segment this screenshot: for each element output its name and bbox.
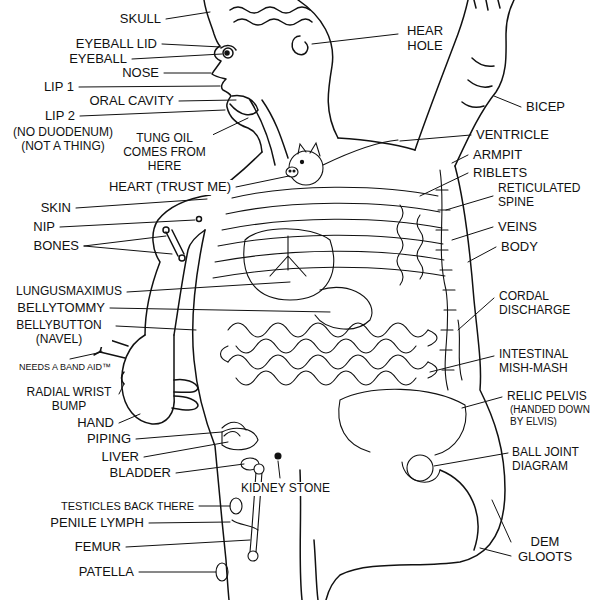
part-label: EYEBALL LID <box>75 37 158 52</box>
part-label: FEMUR <box>74 540 122 555</box>
part-label: LUNGUSMAXIMUS <box>15 285 123 299</box>
part-label: ARMPIT <box>472 148 523 163</box>
part-label: CORDAL DISCHARGE <box>498 290 592 318</box>
part-label: NEEDS A BAND AID™ <box>18 362 112 372</box>
part-label: PIPING <box>86 432 132 447</box>
part-label: RADIAL WRIST BUMP <box>23 386 115 414</box>
organs <box>213 140 466 581</box>
part-label: SKULL <box>119 12 162 27</box>
part-label: BELLYTOMMY <box>16 301 106 316</box>
part-label: EYEBALL <box>68 52 128 67</box>
part-label: LIVER <box>100 450 140 465</box>
part-label: VENTRICLE <box>475 128 550 143</box>
part-label: RELIC PELVIS <box>506 390 588 404</box>
part-label: TESTICLES BACK THERE <box>60 500 195 513</box>
part-label: VEINS <box>497 220 538 235</box>
part-label: BODY <box>500 240 539 255</box>
part-label: LIP 1 <box>43 80 75 95</box>
part-label: PATELLA <box>78 565 135 580</box>
part-label: HAND <box>76 416 115 431</box>
part-label: PENILE LYMPH <box>49 516 145 531</box>
part-label: HEART (TRUST ME) <box>108 180 232 195</box>
part-label: NIP <box>32 220 56 235</box>
part-label: RIBLETS <box>472 166 528 181</box>
part-label: HEAR HOLE <box>402 24 448 54</box>
part-label: (HANDED DOWN BY ELVIS) <box>509 404 597 427</box>
part-label: ORAL CAVITY <box>88 94 175 109</box>
part-label: BICEP <box>525 100 566 115</box>
part-label: BLADDER <box>109 466 172 481</box>
part-label: RETICULATED SPINE <box>497 182 591 210</box>
part-label: BONES <box>32 239 80 254</box>
part-label: BELLYBUTTON (NAVEL) <box>6 319 112 347</box>
leader-lines <box>60 12 521 572</box>
part-label: BALL JOINT DIAGRAM <box>511 446 597 474</box>
part-label: INTESTINAL MISH-MASH <box>498 348 592 376</box>
part-label: (NO DUODENUM) (NOT A THING) <box>8 126 118 154</box>
part-label: SKIN <box>40 201 72 216</box>
part-label: KIDNEY STONE <box>240 482 331 496</box>
part-label: NOSE <box>121 66 160 81</box>
part-label: TUNG OIL COMES FROM HERE <box>116 132 213 173</box>
part-label: LIP 2 <box>44 109 76 124</box>
part-label: DEM GLOOTS <box>515 535 575 565</box>
